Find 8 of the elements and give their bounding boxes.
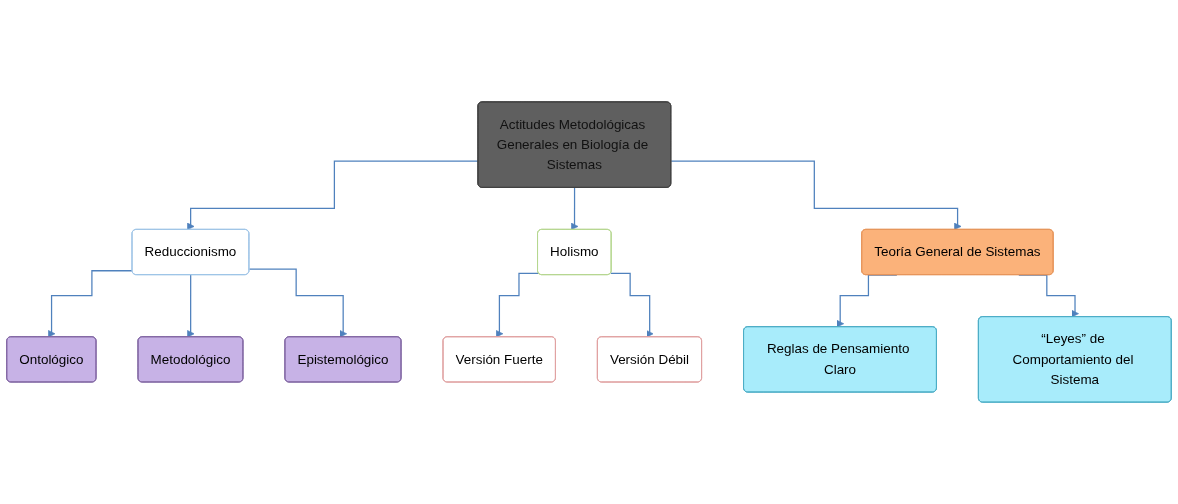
arrow — [187, 160, 479, 231]
arrow — [495, 272, 540, 338]
arrow — [48, 270, 134, 338]
arrow — [248, 268, 348, 338]
arrow — [187, 274, 195, 338]
arrow — [610, 272, 654, 338]
arrow — [571, 187, 579, 231]
arrow — [670, 160, 962, 231]
